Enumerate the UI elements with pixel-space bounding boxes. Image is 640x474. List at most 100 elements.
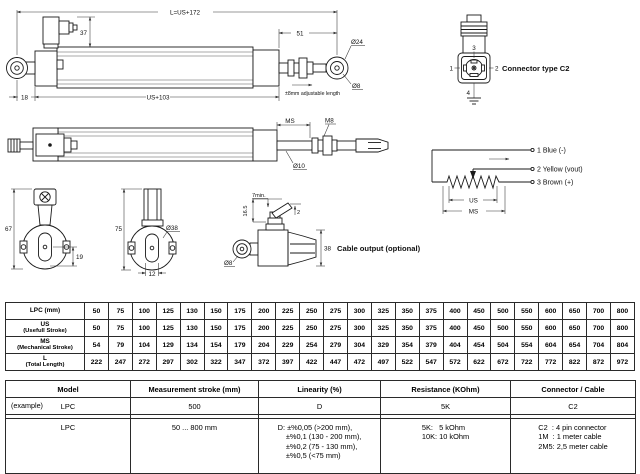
stroke-cell: 972 [609,353,636,371]
stroke-cell: 275 [323,319,348,337]
dim-label-body-length: US+103 [147,95,170,102]
stroke-cell: 372 [251,353,277,371]
stroke-cell: 500 [490,319,516,337]
stroke-cell: 600 [538,302,564,320]
stroke-cell: 130 [179,319,205,337]
stroke-cell: 302 [179,353,205,371]
dim-label-19: 19 [76,254,84,261]
stroke-cell: 125 [155,319,181,337]
stroke-cell: 350 [394,302,420,320]
stroke-cell: 300 [346,302,372,320]
dim-label-67: 67 [5,226,13,233]
stroke-cell: 125 [155,302,181,320]
top-view-drawing: L=US+172 51 37 18 US+103 ±8mm adjustable… [6,10,365,102]
stroke-cell: 604 [538,336,564,354]
stroke-cell: 572 [442,353,468,371]
dim-label-dia10: Ø10 [293,163,305,170]
stroke-cell: 400 [442,302,468,320]
spec-detail-stroke: 50 ... 800 mm [130,418,259,474]
stroke-cell: 522 [394,353,420,371]
spec-example-model: (example) LPC [5,397,131,415]
stroke-cell: 500 [490,302,516,320]
dim-label-dia24: Ø24 [351,39,363,46]
stroke-cell: 250 [299,302,325,320]
spec-header-model: Model [5,380,131,398]
spec-example-prefix: (example) [11,401,43,410]
stroke-cell: 175 [227,319,253,337]
note-adjustable-length: ±8mm adjustable length [285,91,340,97]
stroke-cell: 550 [514,302,540,320]
connector-title: Connector type C2 [502,64,570,73]
wire-2-label: 2 Yellow (vout) [537,167,583,174]
spec-example-connector: C2 [510,397,636,415]
stroke-cell: 547 [418,353,444,371]
stroke-cell: 297 [155,353,181,371]
stroke-cell: 179 [227,336,253,354]
dim-label-ms: MS [285,118,294,125]
mount-view-2: 75 Ø38 12 [115,188,180,278]
stroke-cell: 379 [418,336,444,354]
stroke-cell: 375 [418,319,444,337]
stroke-cell: 325 [370,302,396,320]
stroke-cell: 322 [203,353,229,371]
stroke-cell: 150 [203,319,229,337]
stroke-cell: 54 [84,336,109,354]
pin-2-label: 2 [495,66,499,73]
spec-example-row: (example) LPC 500 D 5K C2 [5,397,636,415]
stroke-cell: 279 [323,336,348,354]
dim-label-dia38: Ø38 [166,225,178,232]
stroke-cell: 329 [370,336,396,354]
stroke-cell: 622 [466,353,492,371]
spec-example-stroke: 500 [130,397,259,415]
cable-output-note: Cable output (optional) [337,244,421,253]
stroke-cell: 354 [394,336,420,354]
stroke-cell: 654 [562,336,588,354]
stroke-cell: 554 [514,336,540,354]
spec-header-connector: Connector / Cable [510,380,636,398]
stroke-cell: 150 [203,302,229,320]
stroke-cell: 822 [562,353,588,371]
stroke-cell: 700 [586,302,611,320]
stroke-cell: 50 [84,302,109,320]
spec-header-resistance: Resistance (KOhm) [380,380,511,398]
stroke-cell: 100 [131,319,157,337]
stroke-cell: 704 [586,336,611,354]
stroke-cell: 272 [131,353,157,371]
dim-label-75: 75 [115,226,123,233]
pin-4-label: 4 [466,90,470,97]
dim-label-2: 2 [297,210,300,216]
spec-detail-linearity: D: ±%0,05 (>200 mm), ±%0,1 (130 - 200 mm… [258,418,381,474]
stroke-cell: 600 [538,319,564,337]
stroke-cell: 350 [394,319,420,337]
stroke-cell: 175 [227,302,253,320]
spec-detail-connector-text: C2 : 4 pin connector 1M : 1 meter cable … [538,423,608,451]
mount-view-1: 67 19 [5,188,84,270]
stroke-cell: 650 [562,319,588,337]
stroke-cell: 134 [179,336,205,354]
stroke-cell: 397 [275,353,301,371]
stroke-row-label: L(Total Length) [5,353,85,371]
stroke-cell: 650 [562,302,588,320]
dim-label-12: 12 [148,271,156,278]
stroke-cell: 497 [370,353,396,371]
spec-detail-resistance-text: 5K: 5 kOhm 10K: 10 kOhm [421,423,470,442]
stroke-cell: 225 [275,319,301,337]
technical-drawings: L=US+172 51 37 18 US+103 ±8mm adjustable… [5,10,583,278]
stroke-cell: 375 [418,302,444,320]
spec-detail-connector: C2 : 4 pin connector 1M : 1 meter cable … [510,418,636,474]
stroke-cell: 222 [84,353,109,371]
stroke-row-label: MS(Mechanical Stroke) [5,336,85,354]
stroke-cell: 79 [107,336,133,354]
wiring-dim-ms: MS [469,209,478,216]
stroke-cell: 300 [346,319,372,337]
stroke-cell: 700 [586,319,611,337]
spec-detail-linearity-text: D: ±%0,05 (>200 mm), ±%0,1 (130 - 200 mm… [277,423,362,460]
cable-output-view: 7min. 16.5 2 38 Ø8 Cable output (optiona… [224,193,421,267]
dim-label-51: 51 [296,31,304,38]
stroke-cell: 422 [299,353,325,371]
stroke-cell: 722 [514,353,540,371]
stroke-cell: 247 [107,353,133,371]
